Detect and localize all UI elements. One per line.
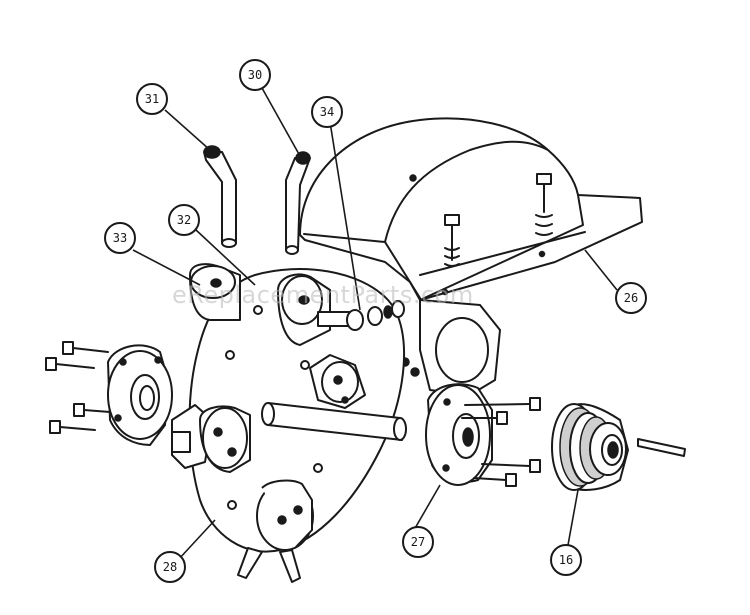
callout-label: 26: [624, 291, 638, 305]
shaft-key: [637, 438, 686, 457]
mounting-bolt: [444, 214, 460, 267]
callout-27[interactable]: 27: [402, 526, 434, 558]
callout-28[interactable]: 28: [154, 551, 186, 583]
callout-label: 27: [411, 535, 425, 549]
callout-33[interactable]: 33: [104, 222, 136, 254]
pivot-bolt-assembly: [317, 300, 405, 331]
drive-pulley: [551, 403, 629, 491]
pivot-block-mid: [309, 354, 366, 409]
mounting-bolt: [535, 173, 553, 236]
cam-block-lower: [199, 405, 251, 473]
collar-cylinder: [277, 273, 331, 346]
cam-block-bottom: [237, 479, 314, 583]
hub-bolt-set-right: [461, 397, 541, 487]
callout-label: 33: [113, 231, 127, 245]
callout-34[interactable]: 34: [311, 96, 343, 128]
callout-label: 16: [559, 553, 573, 567]
support-bracket: [400, 299, 501, 396]
leader-lines: [132, 87, 618, 561]
callout-26[interactable]: 26: [615, 282, 647, 314]
main-shaft: [261, 402, 407, 441]
bent-rod-31: [203, 145, 237, 248]
hub-bolt-set-left: [45, 341, 111, 434]
callout-label: 28: [163, 560, 177, 574]
left-hub-flange: [107, 344, 173, 446]
callout-31[interactable]: 31: [136, 83, 168, 115]
right-hub-flange: [425, 383, 493, 486]
callout-label: 32: [177, 213, 191, 227]
callout-label: 30: [248, 68, 262, 82]
callout-label: 31: [145, 92, 159, 106]
callout-label: 34: [320, 105, 334, 119]
spacer-bushing: [189, 263, 241, 321]
callout-32[interactable]: 32: [168, 204, 200, 236]
callout-30[interactable]: 30: [239, 59, 271, 91]
belt-guard-cover: [299, 117, 643, 301]
watermark-text: eReplacementParts.com: [172, 281, 474, 309]
callout-16[interactable]: 16: [550, 544, 582, 576]
